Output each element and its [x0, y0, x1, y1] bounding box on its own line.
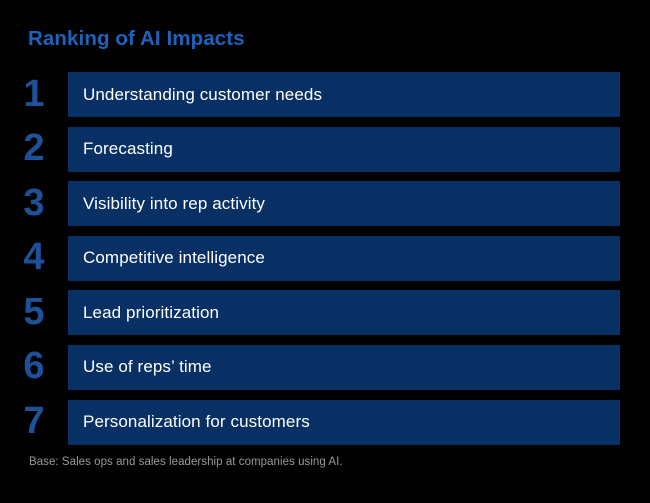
rank-label: Visibility into rep activity [83, 193, 265, 213]
rank-label: Understanding customer needs [83, 84, 323, 104]
rank-bar: Visibility into rep activity [68, 181, 620, 227]
rank-number: 6 [23, 345, 45, 388]
rank-bar: Forecasting [68, 126, 620, 172]
list-item: 4 Competitive intelligence [0, 235, 650, 281]
rank-label: Lead prioritization [83, 302, 220, 322]
rank-bar: Understanding customer needs [68, 72, 620, 117]
rank-label: Use of reps’ time [83, 357, 212, 377]
list-item: 1 Understanding customer needs [0, 72, 650, 117]
rank-number: 2 [23, 127, 45, 170]
list-item: 3 Visibility into rep activity [0, 181, 650, 227]
rank-bar: Lead prioritization [68, 290, 620, 336]
base-footnote: Base: Sales ops and sales leadership at … [29, 456, 343, 468]
rank-number: 3 [23, 181, 45, 224]
rank-bar: Personalization for customers [68, 399, 620, 445]
rank-number: 5 [23, 290, 45, 333]
rank-label: Personalization for customers [83, 412, 310, 432]
rank-bar: Use of reps’ time [68, 344, 620, 390]
list-item: 7 Personalization for customers [0, 399, 650, 445]
rank-bar: Competitive intelligence [68, 235, 620, 281]
rank-number: 4 [23, 236, 45, 279]
page-title: Ranking of AI Impacts [28, 27, 245, 50]
list-item: 2 Forecasting [0, 126, 650, 172]
ranking-list: 1 Understanding customer needs 2 Forecas… [0, 72, 650, 454]
rank-number: 1 [23, 72, 45, 115]
rank-label: Competitive intelligence [83, 248, 265, 268]
list-item: 6 Use of reps’ time [0, 344, 650, 390]
rank-number: 7 [23, 400, 45, 443]
rank-label: Forecasting [83, 139, 173, 159]
list-item: 5 Lead prioritization [0, 290, 650, 336]
